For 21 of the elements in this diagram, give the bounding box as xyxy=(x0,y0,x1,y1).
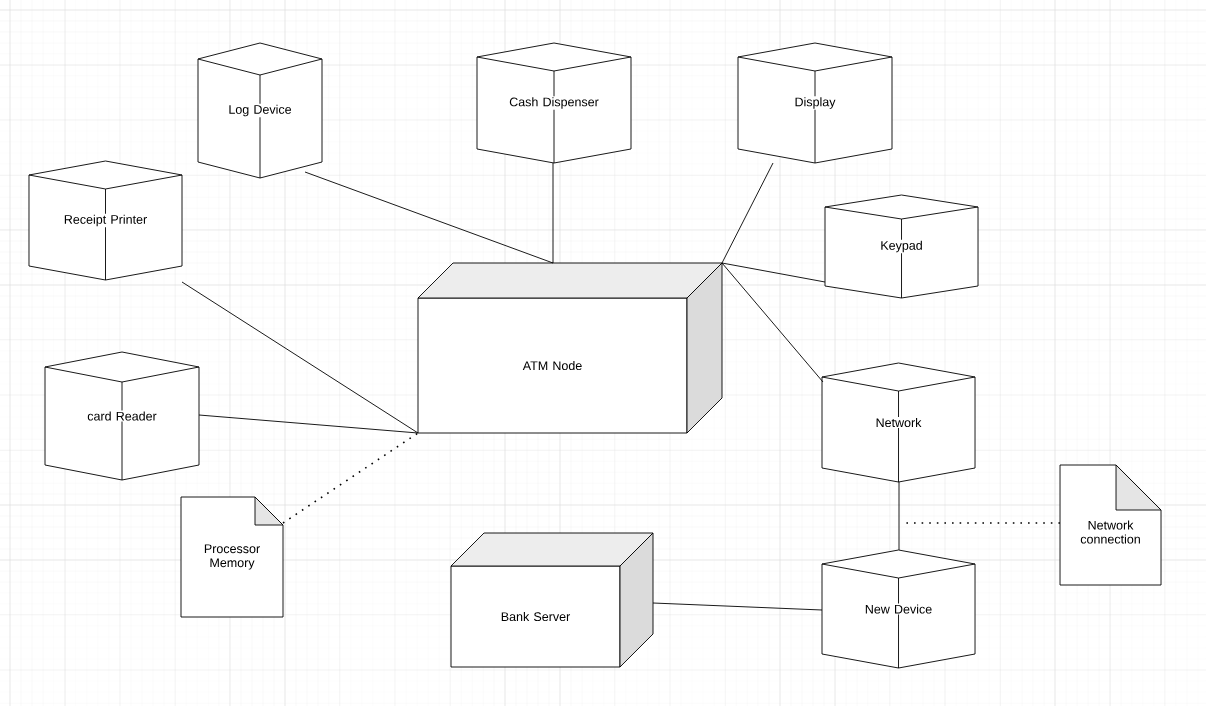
connector-line xyxy=(652,602,823,611)
connector-line xyxy=(721,262,824,383)
device-node: Receipt Printer xyxy=(28,160,183,281)
device-node: Cash Dispenser xyxy=(476,42,632,164)
server-node: ATM Node xyxy=(417,262,723,434)
connector-line xyxy=(198,414,419,434)
connector-line xyxy=(552,162,554,264)
device-node: Log Device xyxy=(197,42,323,179)
dotted-connector xyxy=(904,522,1061,524)
connector-line xyxy=(181,281,419,434)
connector-line xyxy=(721,162,774,264)
connector-line xyxy=(898,481,900,551)
device-node: Keypad xyxy=(824,194,979,299)
connector-line xyxy=(304,171,554,264)
dotted-connector xyxy=(282,432,419,524)
connector-line xyxy=(721,262,826,283)
device-node: New Device xyxy=(821,549,976,669)
device-node: card Reader xyxy=(44,351,200,481)
device-node: Display xyxy=(737,42,893,164)
server-node: Bank Server xyxy=(450,532,654,668)
device-node: Network xyxy=(821,362,976,483)
